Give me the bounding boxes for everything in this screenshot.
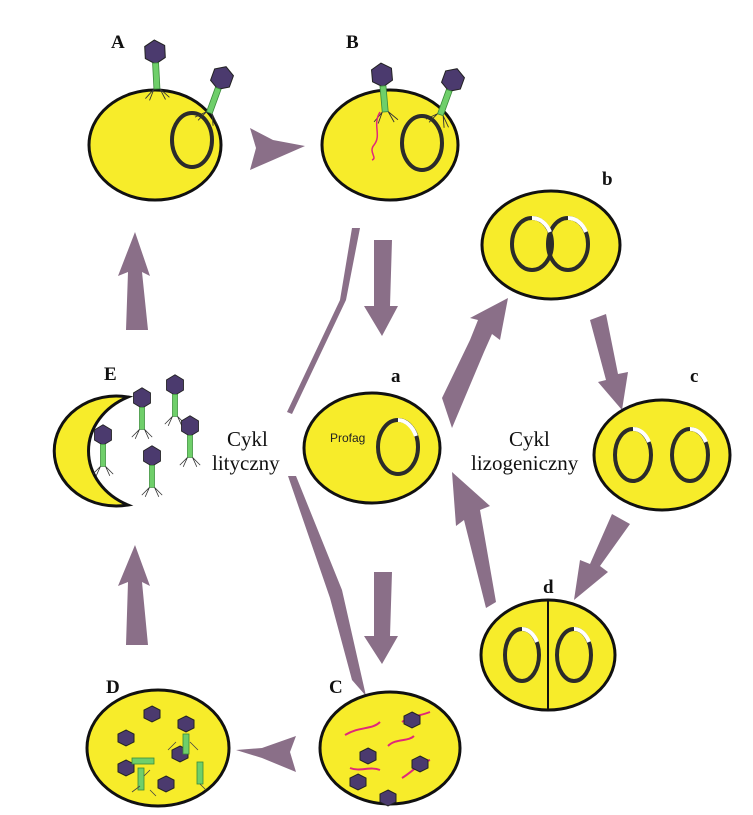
label-B: B — [346, 32, 359, 53]
arrow-c-to-d — [236, 736, 296, 772]
cell-a — [87, 38, 238, 202]
lytic-cycle-line2: lityczny — [212, 451, 280, 475]
arrow-b-to-a — [364, 240, 398, 336]
arrow-d-to-e — [118, 545, 150, 645]
arrow-d-to-a — [452, 472, 496, 608]
label-A: A — [111, 32, 125, 53]
cell-b — [320, 61, 469, 202]
arrow-lytic-up — [287, 228, 360, 414]
label-b: b — [602, 169, 613, 190]
label-c: c — [690, 366, 698, 387]
cell-d-lysogenic — [479, 598, 617, 712]
cell-b-lysogenic — [480, 189, 622, 301]
cell-e — [52, 374, 201, 508]
lysogenic-cycle-line2: lizogeniczny — [471, 451, 579, 475]
arrow-b-to-c — [590, 314, 628, 410]
cell-c-lytic — [318, 690, 462, 807]
arrow-a-to-c — [364, 572, 398, 664]
label-d: d — [543, 577, 554, 598]
lysogenic-cycle-line1: Cykl — [509, 427, 550, 451]
arrow-lytic-down — [288, 476, 366, 696]
cell-d-lytic — [85, 688, 231, 808]
cell-c-lysogenic — [592, 398, 732, 512]
label-D: D — [106, 677, 120, 698]
arrow-e-to-a — [118, 232, 150, 330]
prophage-label: Profag — [330, 431, 365, 445]
arrows — [118, 128, 630, 772]
arrow-c-to-d-lysogenic — [574, 514, 630, 600]
arrow-a-to-b — [250, 128, 305, 170]
label-E: E — [104, 364, 117, 385]
arrow-a-to-b-lysogenic — [442, 298, 508, 428]
label-C: C — [329, 677, 343, 698]
cell-a-prophage: Profag — [302, 391, 442, 505]
label-a: a — [391, 366, 401, 387]
lytic-cycle-line1: Cykl — [227, 427, 268, 451]
